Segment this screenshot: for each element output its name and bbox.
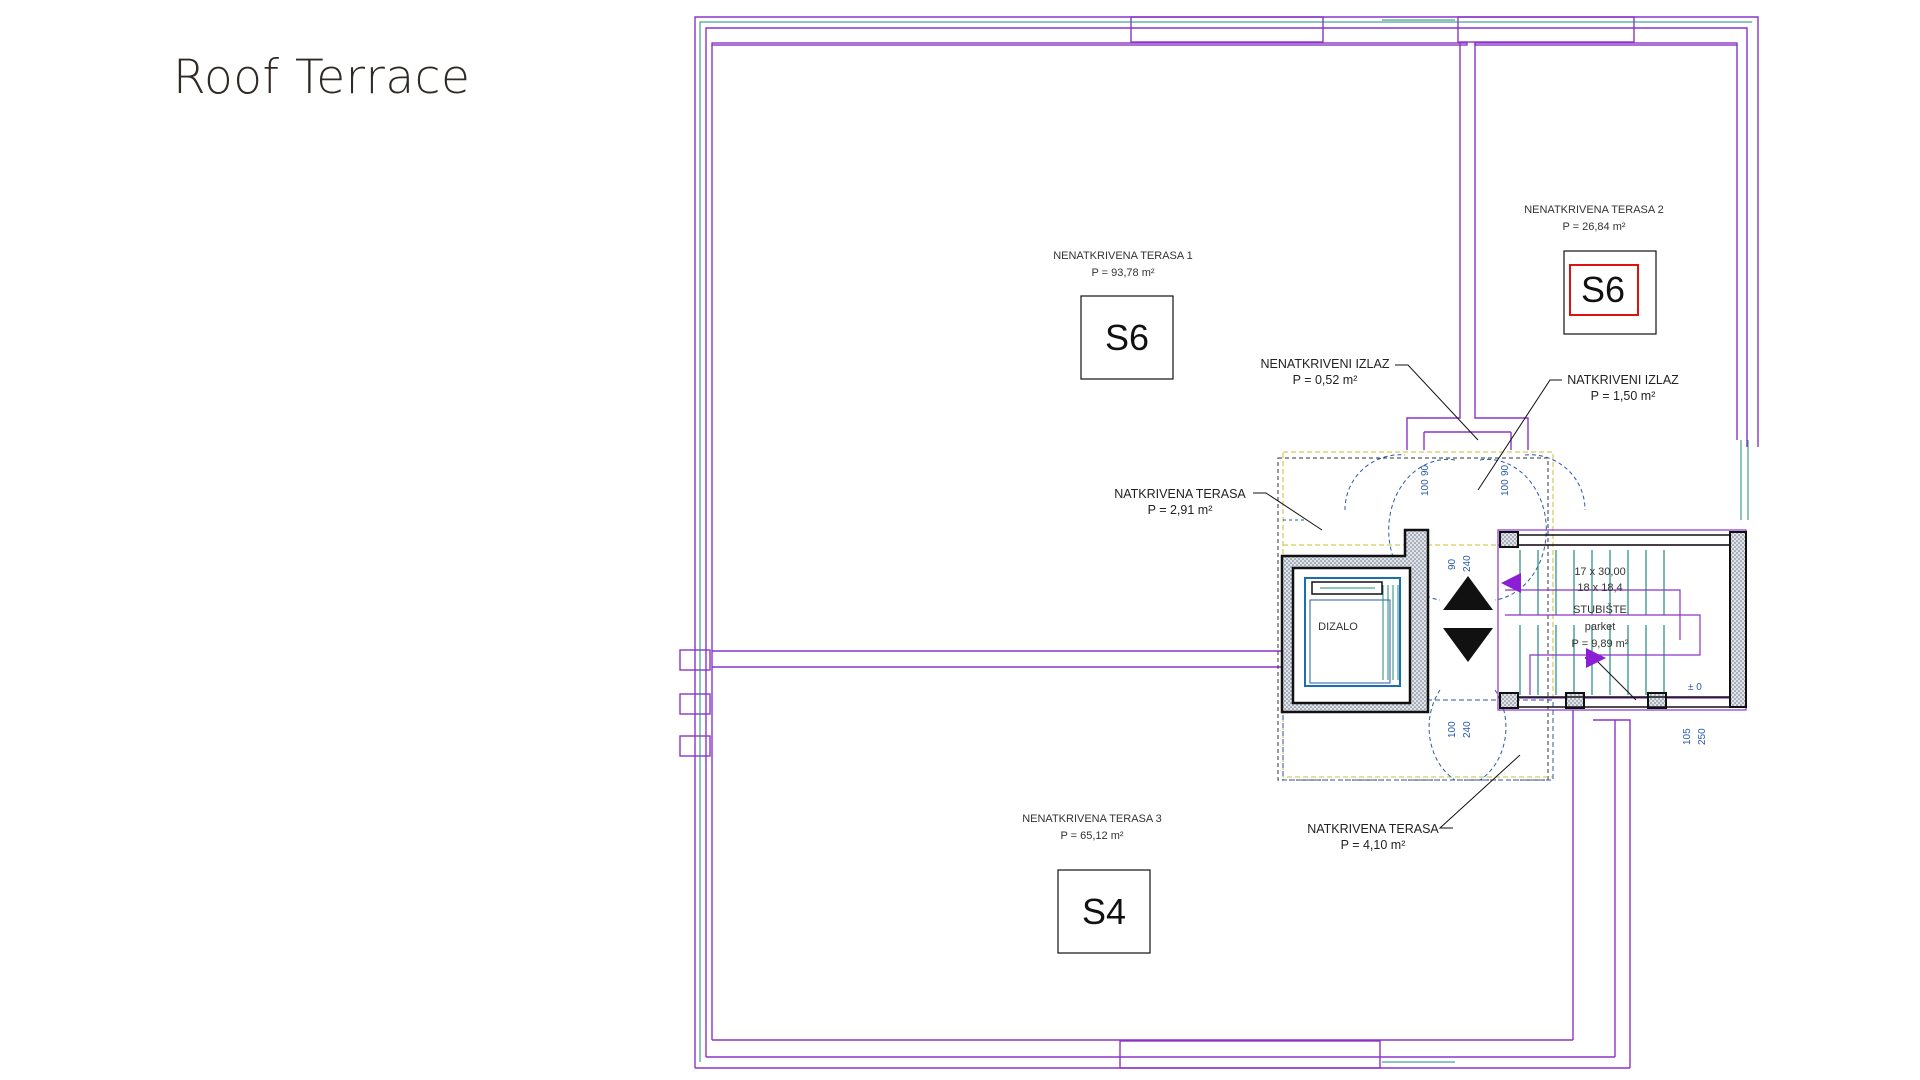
svg-text:17 x 30,00: 17 x 30,00 <box>1574 566 1625 578</box>
svg-text:100: 100 <box>1447 721 1458 738</box>
svg-text:90: 90 <box>1420 464 1431 476</box>
svg-text:S6: S6 <box>1105 317 1149 358</box>
svg-text:P = 93,78 m²: P = 93,78 m² <box>1091 267 1154 279</box>
page-title: Roof Terrace <box>173 50 471 105</box>
structural-columns <box>1499 531 1747 709</box>
svg-text:90: 90 <box>1447 558 1458 570</box>
svg-text:P = 9,89 m²: P = 9,89 m² <box>1572 638 1629 650</box>
svg-text:P = 4,10 m²: P = 4,10 m² <box>1341 838 1406 852</box>
room-label-exit-uncovered: NENATKRIVENI IZLAZ P = 0,52 m² <box>1261 357 1390 387</box>
svg-text:240: 240 <box>1462 721 1473 738</box>
room-label-exit-covered: NATKRIVENI IZLAZ P = 1,50 m² <box>1567 373 1679 403</box>
svg-text:P = 65,12 m²: P = 65,12 m² <box>1060 830 1123 842</box>
svg-text:S6: S6 <box>1581 269 1625 310</box>
glass-lines <box>699 19 1752 1063</box>
room-label-stairs: 17 x 30,00 18 x 18,4 STUBIŠTE parket P =… <box>1572 566 1629 650</box>
svg-text:NENATKRIVENA TERASA 3: NENATKRIVENA TERASA 3 <box>1022 813 1162 825</box>
svg-text:NENATKRIVENA TERASA 1: NENATKRIVENA TERASA 1 <box>1053 250 1193 262</box>
svg-text:NATKRIVENI IZLAZ: NATKRIVENI IZLAZ <box>1567 373 1679 387</box>
svg-text:DIZALO: DIZALO <box>1318 621 1358 633</box>
svg-text:NATKRIVENA TERASA: NATKRIVENA TERASA <box>1307 822 1439 836</box>
elevator-shaft <box>1280 528 1430 714</box>
svg-text:P = 26,84 m²: P = 26,84 m² <box>1562 221 1625 233</box>
unit-tag-terrace3: S4 <box>1057 869 1151 954</box>
svg-text:100: 100 <box>1420 479 1431 496</box>
room-label-elevator: DIZALO <box>1318 621 1358 633</box>
svg-text:240: 240 <box>1462 555 1473 572</box>
svg-text:90: 90 <box>1500 464 1511 476</box>
svg-text:P = 0,52 m²: P = 0,52 m² <box>1293 373 1358 387</box>
room-label-terrace1: NENATKRIVENA TERASA 1 P = 93,78 m² <box>1053 250 1193 279</box>
elevator-direction-arrows <box>1443 576 1493 662</box>
svg-text:STUBIŠTE: STUBIŠTE <box>1573 603 1627 616</box>
svg-text:S4: S4 <box>1082 891 1126 932</box>
svg-text:250: 250 <box>1697 728 1708 745</box>
room-label-terrace3: NENATKRIVENA TERASA 3 P = 65,12 m² <box>1022 813 1162 842</box>
outer-walls <box>679 16 1759 1069</box>
room-label-terrace2: NENATKRIVENA TERASA 2 P = 26,84 m² <box>1524 204 1664 233</box>
dimension-labels: 90 100 90 100 90 240 100 240 105 250 ± 0 <box>1420 464 1708 745</box>
svg-text:NENATKRIVENA TERASA 2: NENATKRIVENA TERASA 2 <box>1524 204 1664 216</box>
svg-text:18 x 18,4: 18 x 18,4 <box>1577 582 1622 594</box>
svg-text:NENATKRIVENI IZLAZ: NENATKRIVENI IZLAZ <box>1261 357 1390 371</box>
svg-text:± 0: ± 0 <box>1688 682 1702 693</box>
room-label-covered-terrace-b: NATKRIVENA TERASA P = 4,10 m² <box>1307 822 1439 852</box>
unit-tag-terrace1: S6 <box>1080 295 1174 380</box>
leader-lines <box>1253 364 1562 829</box>
railing <box>1517 534 1731 708</box>
svg-text:P = 2,91 m²: P = 2,91 m² <box>1148 503 1213 517</box>
svg-text:100: 100 <box>1500 479 1511 496</box>
svg-text:P = 1,50 m²: P = 1,50 m² <box>1591 389 1656 403</box>
unit-tag-terrace2: S6 <box>1563 250 1657 335</box>
room-label-covered-terrace-a: NATKRIVENA TERASA P = 2,91 m² <box>1114 487 1246 517</box>
svg-text:NATKRIVENA TERASA: NATKRIVENA TERASA <box>1114 487 1246 501</box>
svg-text:parket: parket <box>1585 621 1616 633</box>
staircase <box>1497 529 1747 711</box>
svg-text:105: 105 <box>1682 728 1693 745</box>
inner-walls <box>711 42 1738 1041</box>
